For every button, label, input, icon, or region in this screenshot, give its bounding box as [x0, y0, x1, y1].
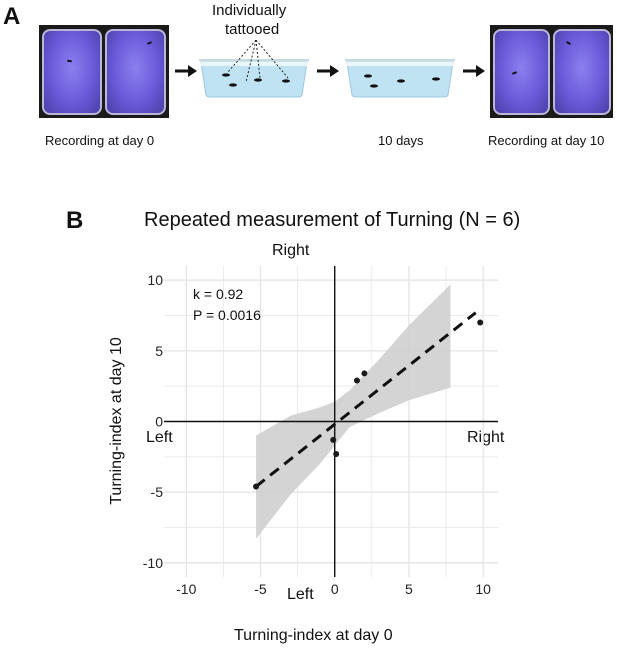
- tattoo-label-line1: Individually: [212, 2, 287, 19]
- points-layer: [253, 319, 484, 490]
- x-tick-label: 10: [475, 581, 491, 597]
- confidence-band-layer: [256, 284, 451, 539]
- data-point: [477, 319, 484, 326]
- x-axis-title: Turning-index at day 0: [234, 627, 393, 644]
- recording-photo-day0: [39, 25, 169, 118]
- x-tick-label: -5: [254, 581, 267, 597]
- y-tick-label: -5: [151, 484, 164, 500]
- recording-photo-day10: [490, 25, 613, 118]
- tattooed-fish-tank: [199, 40, 309, 98]
- x-tick-label: -10: [176, 581, 196, 597]
- arrow-right-icon: [463, 65, 485, 77]
- data-point: [253, 483, 260, 490]
- right-tank-chamber: [105, 29, 166, 115]
- caption-day10: Recording at day 10: [488, 133, 605, 148]
- stats-annotation-line: k = 0.92: [193, 286, 243, 302]
- data-point: [333, 451, 340, 458]
- quadrant-label-left: Left: [146, 429, 173, 446]
- quadrant-label-bottom: Left: [287, 586, 314, 603]
- x-tick-label: 5: [405, 581, 413, 597]
- panel-a-letter: A: [3, 3, 21, 30]
- tick-labels: -10 -5 0 5 10 -10 -5 0 5 10: [143, 272, 491, 597]
- regression-line: [255, 311, 477, 488]
- data-point: [353, 377, 360, 384]
- arrow-right-icon: [317, 65, 339, 77]
- zero-axes: [164, 266, 498, 577]
- panel-b-letter: B: [66, 207, 84, 234]
- data-point: [330, 436, 337, 443]
- housing-fish-tank: [345, 59, 455, 98]
- y-tick-label: 0: [155, 414, 163, 430]
- quadrant-label-right: Right: [467, 429, 505, 446]
- regression-layer: [255, 311, 477, 488]
- stats-annotation-line: P = 0.0016: [193, 307, 261, 323]
- chart-title: Repeated measurement of Turning (N = 6): [144, 209, 521, 231]
- confidence-band: [256, 284, 451, 539]
- left-tank-chamber: [493, 29, 550, 115]
- tattoo-label-line2: tattooed: [225, 21, 280, 38]
- left-tank-chamber: [42, 29, 102, 115]
- stats-annotation: k = 0.92 P = 0.0016: [193, 286, 261, 323]
- y-tick-label: 10: [147, 272, 163, 288]
- quadrant-label-top: Right: [272, 242, 310, 259]
- x-tick-label: 0: [331, 581, 339, 597]
- arrow-right-icon: [175, 65, 197, 77]
- data-point: [361, 370, 368, 377]
- caption-day0: Recording at day 0: [45, 133, 155, 148]
- y-tick-label: 5: [155, 343, 163, 359]
- y-tick-label: -10: [143, 555, 163, 571]
- right-tank-chamber: [553, 29, 611, 115]
- caption-ten-days: 10 days: [378, 133, 424, 148]
